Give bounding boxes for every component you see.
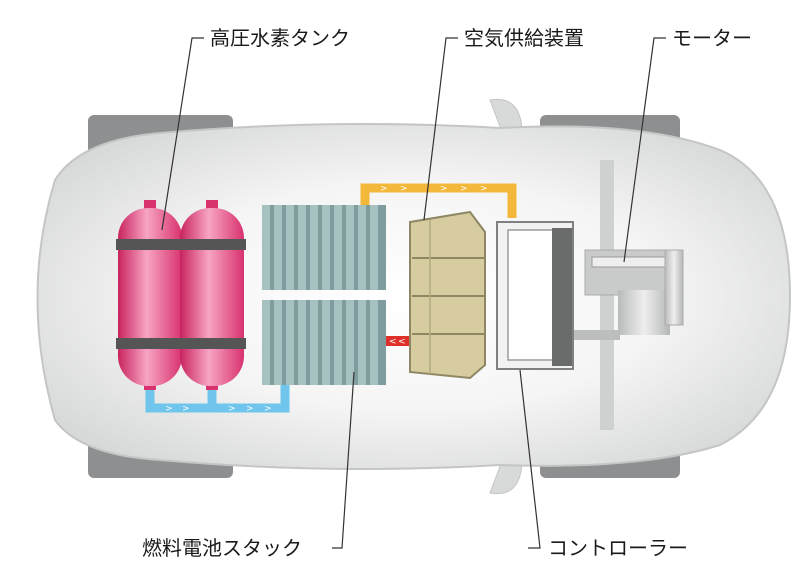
- hydrogen-flow-arrow: >: [246, 404, 254, 414]
- leader-motor: [623, 37, 666, 263]
- hydrogen-flow-arrow: >: [165, 404, 173, 414]
- fuel-cell-stack: [262, 205, 386, 385]
- air-supply-device: [409, 210, 486, 380]
- hydrogen-flow-arrow: >: [264, 404, 272, 414]
- air-flow-arrow: >: [380, 184, 388, 194]
- label-controller: コントローラー: [548, 536, 688, 560]
- air-flow-arrow: >: [460, 184, 468, 194]
- air-return-arrow: <: [389, 337, 397, 347]
- hydrogen-pipe: [145, 385, 290, 413]
- label-motor: モーター: [672, 26, 752, 50]
- controller-unit: [496, 221, 574, 370]
- air-flow-arrow: >: [480, 184, 488, 194]
- leader-fuel-cell-stack: [332, 371, 355, 549]
- air-pipe: [360, 183, 517, 218]
- drive-shaft: [560, 330, 620, 340]
- label-fuel-cell-stack: 燃料電池スタック: [142, 536, 302, 560]
- label-air-supply: 空気供給装置: [464, 26, 584, 50]
- leader-hydrogen-tank: [161, 37, 204, 231]
- air-return-pipe: [385, 336, 410, 346]
- leader-controller: [519, 369, 541, 549]
- motor-unit: [584, 249, 684, 335]
- label-hydrogen-tank: 高圧水素タンク: [210, 26, 350, 50]
- hydrogen-flow-arrow: >: [228, 404, 236, 414]
- air-flow-arrow: >: [440, 184, 448, 194]
- hydrogen-tank-left: [116, 200, 184, 390]
- leader-air-supply: [423, 37, 458, 221]
- air-flow-arrow: >: [400, 184, 408, 194]
- hydrogen-flow-arrow: >: [182, 404, 190, 414]
- air-return-arrow: <: [398, 337, 406, 347]
- hydrogen-tank-right: [178, 200, 246, 390]
